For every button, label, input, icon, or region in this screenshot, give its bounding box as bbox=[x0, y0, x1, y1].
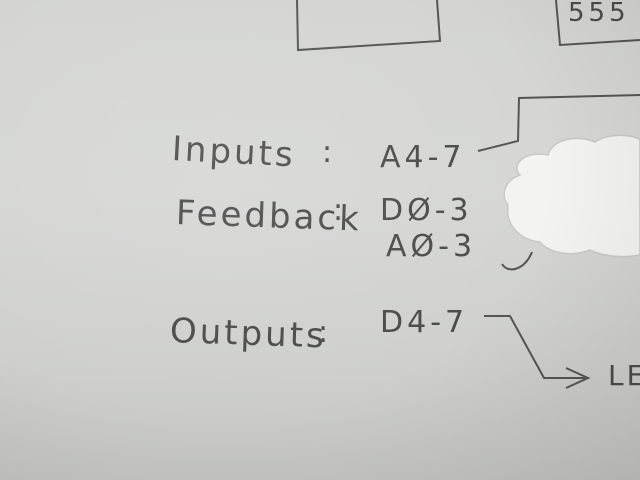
outputs-label: Outputs bbox=[169, 311, 328, 357]
outputs-value: D4-7 bbox=[380, 305, 469, 340]
top-right-box bbox=[555, 0, 640, 47]
outputs-arrow-head bbox=[565, 367, 591, 389]
outputs-arrow-line bbox=[484, 315, 585, 379]
feedback-value-line-1: DØ-3 bbox=[380, 193, 473, 228]
outputs-colon: : bbox=[318, 315, 332, 350]
feedback-value-line-2: AØ-3 bbox=[386, 229, 477, 264]
arrow-target-label: LE bbox=[608, 359, 640, 392]
feedback-colon: : bbox=[333, 193, 347, 228]
feedback-hook-line bbox=[501, 251, 533, 271]
inputs-colon: : bbox=[322, 135, 336, 170]
top-left-box bbox=[296, 0, 442, 52]
inputs-value: A4-7 bbox=[380, 140, 466, 175]
top-box-label: 555 bbox=[568, 0, 630, 28]
inputs-label: Inputs bbox=[170, 129, 297, 176]
inputs-connector-line bbox=[477, 94, 640, 152]
paper-cutout bbox=[503, 134, 640, 258]
